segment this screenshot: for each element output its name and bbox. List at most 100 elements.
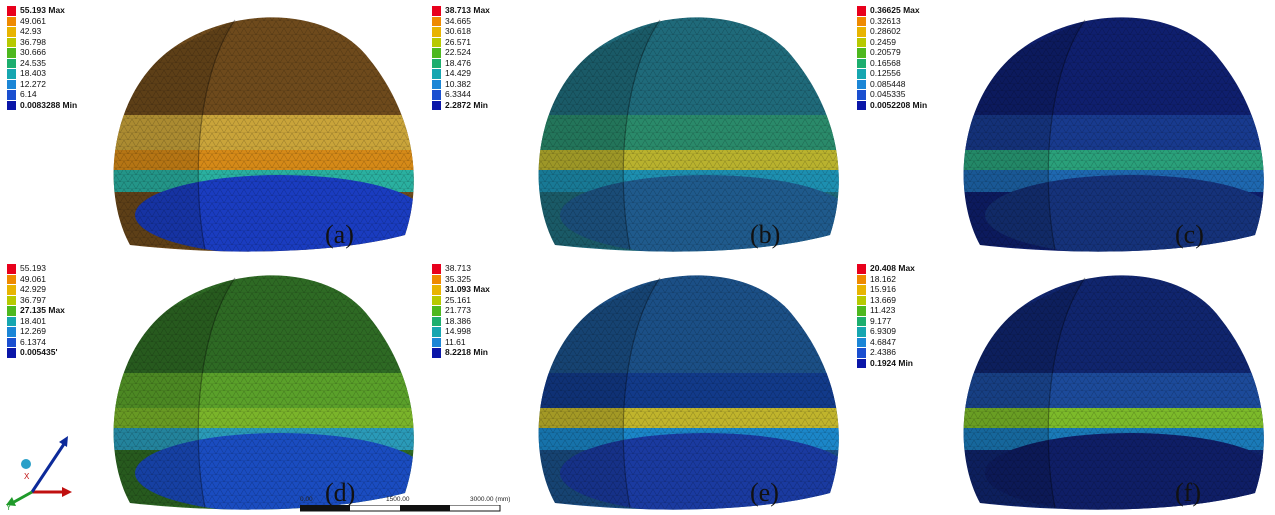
legend-value: 8.2218 Min	[445, 347, 488, 357]
legend-row: 25.161	[432, 295, 552, 306]
legend-row: 38.713	[432, 263, 552, 275]
legend-value: 0.085448	[870, 78, 906, 89]
legend-value: 36.798	[20, 36, 46, 47]
legend-value: 12.269	[20, 326, 46, 336]
legend-row: 2.4386	[857, 347, 977, 359]
legend-row: 55.193	[7, 263, 127, 275]
legend-swatch	[432, 316, 441, 327]
legend-swatch	[432, 285, 441, 296]
legend-value: 0.28602	[870, 26, 901, 36]
legend-value: 55.193	[20, 263, 46, 273]
legend-swatch	[432, 100, 441, 111]
legend-swatch	[7, 264, 16, 275]
scale-bar: 0.00 1500.00 3000.00 (mm)	[300, 496, 510, 514]
legend-value: 0.0052208 Min	[870, 99, 928, 110]
panel-label-f: (f)	[1175, 478, 1201, 507]
legend-swatch	[857, 48, 866, 59]
legend-swatch	[7, 90, 16, 101]
legend-row: 27.135 Max	[7, 305, 127, 317]
legend-swatch	[857, 90, 866, 101]
legend-value: 0.16568	[870, 57, 901, 68]
legend-swatch	[432, 6, 441, 17]
dome-plot-c	[963, 17, 1264, 252]
dome-plot-d	[113, 275, 414, 510]
legend-swatch	[7, 327, 16, 338]
legend-swatch	[7, 285, 16, 296]
legend-swatch	[7, 79, 16, 90]
panel-label-b: (b)	[750, 220, 781, 249]
legend-swatch	[432, 90, 441, 101]
legend-swatch	[857, 16, 866, 27]
legend-swatch	[7, 37, 16, 48]
legend-row: 34.665	[432, 15, 552, 27]
legend-swatch	[857, 316, 866, 327]
scale-tick-2: 3000.00 (mm)	[470, 496, 511, 503]
legend-value: 9.177	[870, 315, 892, 326]
legend-row: 0.085448	[857, 78, 977, 90]
legend-row: 10.382	[432, 79, 552, 90]
legend-swatch	[857, 6, 866, 17]
dome-plot-b	[538, 17, 839, 252]
legend-value: 14.998	[445, 326, 471, 336]
legend-swatch	[7, 274, 16, 285]
legend-value: 20.408 Max	[870, 263, 915, 273]
legend-swatch	[7, 306, 16, 317]
legend-value: 55.193 Max	[20, 5, 65, 15]
legend-row: 13.669	[857, 295, 977, 306]
legend-value: 49.061	[20, 273, 46, 284]
legend-swatch	[7, 100, 16, 111]
legend-value: 34.665	[445, 15, 471, 26]
legend-row: 31.093 Max	[432, 284, 552, 296]
legend-swatch	[857, 295, 866, 306]
legend-swatch	[432, 306, 441, 317]
legend-row: 30.618	[432, 26, 552, 38]
panel-label-c: (c)	[1175, 220, 1204, 249]
legend-row: 21.773	[432, 305, 552, 317]
legend-value: 49.061	[20, 15, 46, 26]
legend-row: 6.3344	[432, 89, 552, 101]
legend-swatch	[432, 37, 441, 48]
legend-row: 42.93	[7, 26, 127, 38]
legend-row: 12.269	[7, 326, 127, 338]
legend-row: 20.408 Max	[857, 263, 977, 275]
legend-value: 0.0083288 Min	[20, 99, 78, 110]
legend-swatch	[857, 100, 866, 111]
legend-swatch	[432, 16, 441, 27]
legend-swatch	[7, 6, 16, 17]
legend-value: 21.773	[445, 305, 471, 315]
legend-row: 26.571	[432, 37, 552, 48]
legend-value: 30.666	[20, 47, 46, 57]
legend-value: 4.6847	[870, 336, 896, 347]
legend-row: 0.0052208 Min	[857, 99, 977, 111]
legend-row: 0.0083288 Min	[7, 99, 127, 111]
legend-value: 30.618	[445, 26, 471, 36]
legend-row: 55.193 Max	[7, 5, 127, 17]
legend-swatch	[432, 337, 441, 348]
legend-swatch	[857, 58, 866, 69]
legend-swatch	[7, 316, 16, 327]
legend-swatch	[857, 69, 866, 80]
legend-value: 6.1374	[20, 336, 46, 347]
legend-swatch	[857, 37, 866, 48]
legend-row: 0.045335	[857, 89, 977, 101]
legend-value: 38.713 Max	[445, 5, 490, 15]
legend-row: 18.162	[857, 274, 977, 285]
legend-swatch	[432, 58, 441, 69]
legend-row: 14.998	[432, 326, 552, 338]
legend-row: 18.403	[7, 68, 127, 80]
legend-row: 8.2218 Min	[432, 347, 552, 359]
dome-plot-f	[963, 275, 1264, 510]
legend-value: 2.2872 Min	[445, 99, 488, 110]
legend-value: 0.1924 Min	[870, 357, 913, 368]
legend-value: 0.12556	[870, 68, 901, 78]
panel-label-e: (e)	[750, 478, 779, 507]
panel-label-d: (d)	[325, 478, 356, 507]
